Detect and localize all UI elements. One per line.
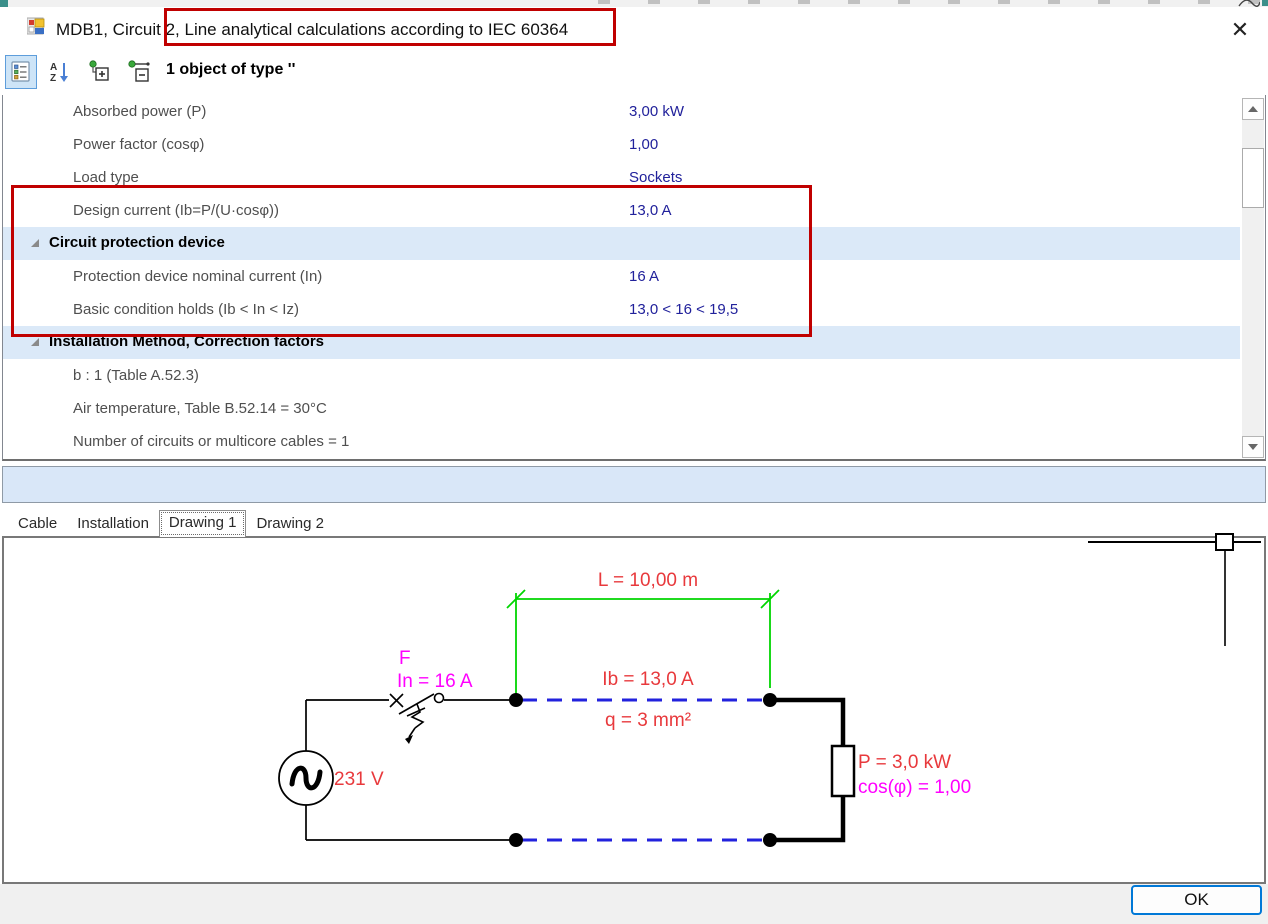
desktop-corner-fragment xyxy=(1262,0,1268,6)
scroll-up-button[interactable] xyxy=(1242,98,1264,120)
property-value: Sockets xyxy=(629,169,683,186)
property-label: Number of circuits or multicore cables =… xyxy=(73,433,350,450)
vertical-scrollbar[interactable] xyxy=(1242,98,1264,458)
property-label: Protection device nominal current (In) xyxy=(73,268,323,285)
window-title-highlight: Line analytical calculations according t… xyxy=(184,20,569,39)
category-label: Circuit protection device xyxy=(49,234,225,251)
property-value: 13,0 A xyxy=(629,202,672,219)
scroll-down-icon xyxy=(1248,444,1258,450)
property-row[interactable]: Absorbed power (P) 3,00 kW xyxy=(3,95,1240,128)
property-row[interactable]: Basic condition holds (Ib < In < Iz) 13,… xyxy=(3,293,1240,326)
category-expander-icon[interactable] xyxy=(31,338,40,347)
property-value: 1,00 xyxy=(629,136,659,153)
property-description-panel xyxy=(2,466,1266,503)
category-label: Installation Method, Correction factors xyxy=(49,333,325,350)
dialog-footer xyxy=(0,884,1268,924)
svg-text:Z: Z xyxy=(50,73,56,84)
window-title-prefix: MDB1, Circuit 2, xyxy=(56,20,180,39)
cursor-scribble-mark xyxy=(1238,0,1260,7)
sort-az-icon: A Z xyxy=(50,62,68,84)
property-row[interactable]: Design current (Ib=P/(U·cosφ)) 13,0 A xyxy=(3,194,1240,227)
title-bar: MDB1, Circuit 2, Line analytical calcula… xyxy=(0,7,1268,48)
collapse-all-icon xyxy=(128,60,150,82)
property-label: Load type xyxy=(73,169,139,186)
property-row[interactable]: Number of circuits or multicore cables =… xyxy=(3,425,1240,453)
property-row[interactable]: Air temperature, Table B.52.14 = 30°C xyxy=(3,392,1240,425)
property-label: Power factor (cosφ) xyxy=(73,136,205,153)
scroll-up-icon xyxy=(1248,106,1258,112)
property-row[interactable]: Load type Sockets xyxy=(3,161,1240,194)
property-label: Air temperature, Table B.52.14 = 30°C xyxy=(73,400,327,417)
expand-all-icon xyxy=(89,60,109,81)
sort-alphabetical-button[interactable]: A Z xyxy=(44,55,76,89)
tab-installation[interactable]: Installation xyxy=(77,515,149,532)
expand-all-button[interactable] xyxy=(84,55,116,89)
background-text-fragments xyxy=(560,0,1260,4)
background-window-sliver xyxy=(0,0,1268,7)
property-label: Absorbed power (P) xyxy=(73,103,207,120)
tab-strip: Cable Installation Drawing 1 Drawing 2 xyxy=(0,510,1268,537)
property-row[interactable]: Power factor (cosφ) 1,00 xyxy=(3,128,1240,161)
category-row[interactable]: Installation Method, Correction factors xyxy=(3,326,1240,359)
tab-drawing-1[interactable]: Drawing 1 xyxy=(158,510,247,537)
property-value: 3,00 kW xyxy=(629,103,685,120)
property-label: b : 1 (Table A.52.3) xyxy=(73,367,199,384)
category-expander-icon[interactable] xyxy=(31,239,40,248)
property-grid: Absorbed power (P) 3,00 kW Power factor … xyxy=(2,95,1266,461)
app-icon xyxy=(27,17,45,35)
tab-drawing-2[interactable]: Drawing 2 xyxy=(256,515,324,532)
tab-cable[interactable]: Cable xyxy=(18,515,58,532)
svg-text:A: A xyxy=(50,62,57,73)
category-row[interactable]: Circuit protection device xyxy=(3,227,1240,260)
collapse-all-button[interactable] xyxy=(124,55,156,89)
property-grid-toolbar: A Z 1 object of type '' xyxy=(0,48,1268,95)
ok-button[interactable]: OK xyxy=(1131,885,1262,915)
property-row[interactable]: Protection device nominal current (In) 1… xyxy=(3,260,1240,293)
desktop-corner-fragment xyxy=(0,0,8,7)
property-label: Basic condition holds (Ib < In < Iz) xyxy=(73,301,299,318)
object-count-text: 1 object of type '' xyxy=(166,61,296,78)
property-value: 16 A xyxy=(629,268,660,285)
window-title: MDB1, Circuit 2, Line analytical calcula… xyxy=(56,20,568,40)
scroll-down-button[interactable] xyxy=(1242,436,1264,458)
close-icon[interactable]: ✕ xyxy=(1230,17,1250,42)
scrollbar-thumb[interactable] xyxy=(1242,148,1264,208)
categorized-view-icon xyxy=(11,61,30,82)
property-value: 13,0 < 16 < 19,5 xyxy=(629,301,739,318)
drawing-canvas xyxy=(2,536,1266,884)
property-label: Design current (Ib=P/(U·cosφ)) xyxy=(73,202,280,219)
property-row[interactable]: b : 1 (Table A.52.3) xyxy=(3,359,1240,392)
categorized-view-button[interactable] xyxy=(5,55,37,89)
